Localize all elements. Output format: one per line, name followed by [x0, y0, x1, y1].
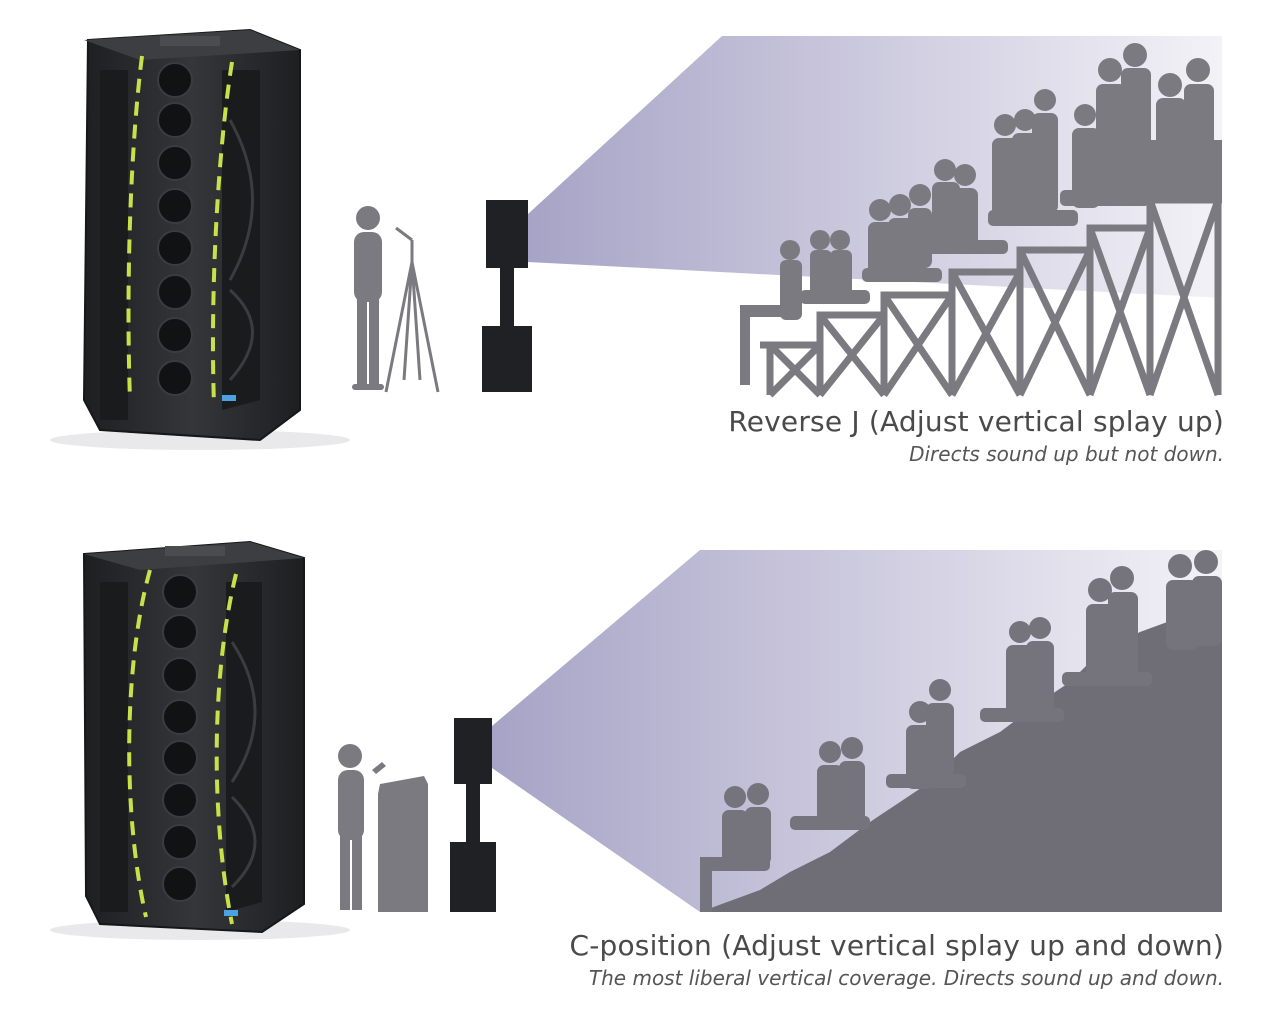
- splay-line-right: [210, 61, 234, 406]
- line-array-speaker: [82, 28, 301, 442]
- small-speaker-on-stand: [450, 718, 496, 912]
- microphone-stand: [384, 226, 440, 393]
- audience-c-position: [700, 550, 1222, 912]
- presenter-silhouette: [352, 206, 384, 390]
- reverse-j-title: Reverse J (Adjust vertical splay up): [728, 405, 1224, 438]
- c-position-subtitle: The most liberal vertical coverage. Dire…: [588, 966, 1224, 990]
- bleacher-structure: [760, 196, 1222, 398]
- splay-line-right: [214, 573, 238, 925]
- small-speaker-on-stand: [482, 200, 532, 392]
- c-position-caption: C-position (Adjust vertical splay up and…: [569, 929, 1224, 991]
- presenter-at-podium: [338, 744, 428, 912]
- c-position-title: C-position (Adjust vertical splay up and…: [569, 929, 1224, 962]
- floor-shadow: [50, 430, 350, 450]
- reverse-j-panel: Reverse J (Adjust vertical splay up) Dir…: [50, 28, 1224, 467]
- line-array-speaker: [82, 540, 305, 934]
- reverse-j-caption: Reverse J (Adjust vertical splay up) Dir…: [728, 405, 1224, 467]
- driver-column: [157, 62, 193, 396]
- c-position-panel: C-position (Adjust vertical splay up and…: [0, 512, 1280, 1024]
- splay-line-left: [126, 55, 144, 401]
- splay-line-left: [127, 569, 152, 918]
- status-led: [222, 395, 236, 401]
- reverse-j-subtitle: Directs sound up but not down.: [909, 442, 1224, 466]
- podium: [378, 776, 428, 912]
- driver-column: [162, 574, 198, 902]
- audience-reverse-j: [740, 43, 1222, 385]
- reverse-j-illustration: [50, 28, 1222, 450]
- status-led: [224, 910, 238, 916]
- c-position-illustration: [50, 540, 1222, 940]
